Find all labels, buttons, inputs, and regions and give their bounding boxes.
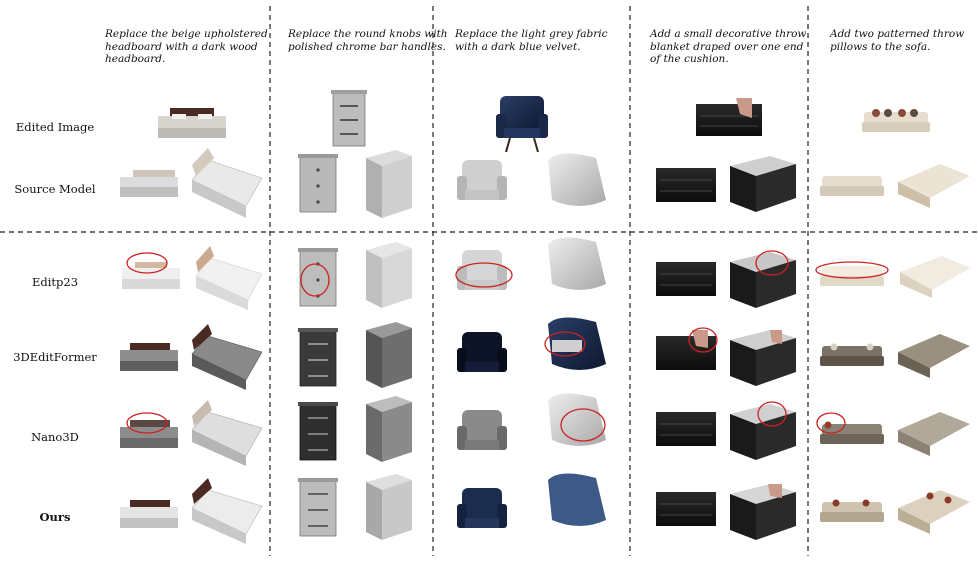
row-label-editp23: Editp23 — [31, 275, 79, 289]
tvstand-source-angled — [730, 156, 796, 212]
highlight-circle — [126, 252, 168, 274]
row-label-edited-image: Edited Image — [15, 120, 95, 134]
nightstand-ours-front — [298, 478, 338, 537]
highlight-circle — [815, 261, 889, 279]
highlight-circle — [816, 412, 846, 434]
nightstand-nano3d-angled — [366, 396, 412, 462]
highlight-circle — [757, 401, 787, 427]
highlight-circles — [126, 250, 889, 442]
nightstand-3deditformer-angled — [366, 322, 412, 388]
bed-ours-angled — [191, 478, 263, 544]
armchair-nano3d-angled — [548, 393, 606, 446]
prompt-armchair: Replace the light grey fabric with a dar… — [455, 28, 608, 53]
bed-edited-image — [158, 108, 226, 138]
tvstand-3deditformer-angled — [730, 330, 796, 386]
armchair-editp23-front — [457, 250, 507, 290]
armchair-ours-front — [457, 488, 507, 528]
tvstand-editp23-angled — [730, 252, 796, 308]
highlight-circle — [560, 408, 606, 442]
highlight-circle — [688, 327, 718, 353]
tvstand-editp23-front — [656, 262, 716, 296]
row-label-source-model: Source Model — [14, 182, 96, 196]
nightstand-source-front — [298, 154, 338, 213]
highlight-circle — [455, 262, 513, 288]
armchair-nano3d-front — [457, 410, 507, 450]
tvstand-nano3d-front — [656, 412, 716, 446]
highlight-circle — [755, 250, 789, 276]
armchair-ours-angled — [548, 473, 606, 526]
armchair-source-angled — [548, 153, 606, 206]
row-label-3deditformer: 3DEditFormer — [13, 350, 97, 364]
bed-3deditformer-front — [120, 343, 178, 371]
sofa-3deditformer-front — [820, 343, 884, 366]
highlight-circle — [300, 263, 330, 297]
armchair-editp23-angled — [548, 237, 606, 290]
bed-ours-front — [120, 500, 178, 528]
sofa-nano3d-angled — [898, 412, 970, 456]
nightstand-edited-image — [331, 90, 367, 147]
sofa-ours-angled — [898, 490, 970, 534]
bed-editp23-angled — [195, 246, 263, 310]
sofa-editp23-angled — [900, 256, 970, 298]
row-label-ours: Ours — [39, 510, 71, 524]
tvstand-source-front — [656, 168, 716, 202]
nightstand-ours-angled — [366, 474, 412, 540]
bed-source-front — [120, 170, 178, 197]
sofa-edited-image — [862, 109, 930, 132]
armchair-edited-image — [496, 96, 548, 153]
bed-source-angled — [191, 148, 263, 218]
highlight-circle — [544, 331, 586, 357]
tvstand-nano3d-angled — [730, 404, 796, 460]
armchair-source-front — [457, 160, 507, 200]
row-label-nano3d: Nano3D — [31, 430, 79, 444]
sofa-source-front — [820, 176, 884, 196]
nightstand-nano3d-front — [298, 402, 338, 461]
nightstand-editp23-angled — [366, 242, 412, 308]
bed-editp23-front — [122, 262, 180, 289]
bed-3deditformer-angled — [191, 324, 263, 390]
sofa-source-angled — [898, 164, 970, 208]
armchair-3deditformer-angled — [548, 317, 606, 370]
bed-nano3d-angled — [191, 400, 263, 466]
sofa-nano3d-front — [820, 421, 884, 444]
highlight-circle — [126, 412, 168, 434]
tvstand-ours-front — [656, 492, 716, 526]
prompt-tv-stand: Add a small decorative throw blanket dra… — [650, 28, 807, 65]
prompt-sofa: Add two patterned throw pillows to the s… — [830, 28, 965, 53]
tvstand-ours-angled — [730, 484, 796, 540]
nightstand-source-angled — [366, 150, 412, 218]
divider-lines — [0, 6, 978, 556]
prompt-bed: Replace the beige upholstered headboard … — [105, 28, 268, 65]
sofa-editp23-front — [820, 266, 884, 286]
sofa-3deditformer-angled — [898, 334, 970, 378]
tvstand-3deditformer-front — [656, 330, 716, 370]
sofa-ours-front — [820, 499, 884, 522]
armchair-3deditformer-front — [457, 332, 507, 372]
tvstand-edited-image — [696, 98, 762, 136]
bed-nano3d-front — [120, 420, 178, 448]
nightstand-3deditformer-front — [298, 328, 338, 387]
prompt-nightstand: Replace the round knobs with polished ch… — [288, 28, 448, 53]
nightstand-editp23-front — [298, 248, 338, 307]
